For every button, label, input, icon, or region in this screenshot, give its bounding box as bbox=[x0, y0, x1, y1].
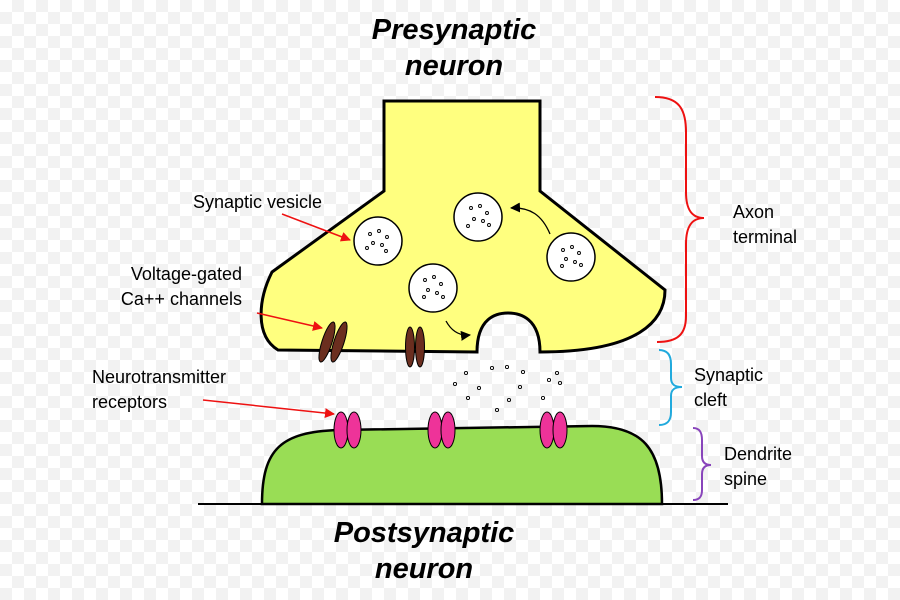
receptors-text-line1: Neurotransmitter bbox=[92, 367, 227, 387]
vesicle bbox=[453, 192, 503, 242]
synaptic-vesicle-text: Synaptic vesicle bbox=[192, 192, 322, 212]
synaptic-cleft-text-line2: cleft bbox=[694, 390, 728, 410]
postsynaptic-title-line1: Postsynaptic bbox=[333, 517, 515, 549]
presynaptic-title-line2: neuron bbox=[404, 50, 504, 82]
vesicle bbox=[408, 263, 458, 313]
dendrite-spine-brace bbox=[692, 427, 712, 501]
axon-terminal-brace bbox=[654, 96, 705, 343]
vesicle-fusion-arrow bbox=[445, 320, 471, 341]
presynaptic-neuron-title: Presynaptic neuron bbox=[304, 12, 604, 84]
vesicle-pointer-arrow bbox=[281, 213, 351, 242]
vesicle-neurotransmitters bbox=[365, 204, 583, 299]
calcium-channels-text-line2: Ca++ channels bbox=[120, 289, 242, 309]
postsynaptic-neuron-title: Postsynaptic neuron bbox=[274, 515, 574, 587]
axon-terminal-label: Axon terminal bbox=[733, 200, 797, 250]
dendrite-spine-label: Dendrite spine bbox=[724, 442, 792, 492]
synaptic-vesicles bbox=[353, 192, 596, 313]
calcium-channels-label: Voltage-gated Ca++ channels bbox=[121, 262, 242, 312]
axon-terminal-text-line2: terminal bbox=[733, 227, 798, 247]
dendrite-spine-text-line2: spine bbox=[724, 469, 768, 489]
dendrite-spine-text-line1: Dendrite bbox=[724, 444, 793, 464]
vesicle-movement-arrow bbox=[510, 202, 551, 235]
synaptic-cleft-text-line1: Synaptic bbox=[694, 365, 764, 385]
vesicle bbox=[353, 216, 403, 266]
synaptic-vesicle-label: Synaptic vesicle bbox=[193, 190, 322, 215]
vesicle bbox=[546, 232, 596, 282]
receptors-label: Neurotransmitter receptors bbox=[92, 365, 226, 415]
neurotransmitter-receptors bbox=[333, 411, 568, 449]
postsynaptic-title-line2: neuron bbox=[374, 553, 474, 585]
axon-terminal-text-line1: Axon bbox=[733, 202, 775, 222]
presynaptic-title-line1: Presynaptic bbox=[371, 14, 537, 46]
receptor-pointer-arrow bbox=[202, 399, 335, 419]
cleft-neurotransmitters bbox=[452, 364, 563, 413]
synaptic-cleft-label: Synaptic cleft bbox=[694, 363, 763, 413]
dendrite-spine bbox=[260, 424, 664, 506]
calcium-channels-text-line1: Voltage-gated bbox=[130, 264, 242, 284]
synaptic-cleft-brace bbox=[658, 349, 683, 426]
receptors-text-line2: receptors bbox=[92, 392, 168, 412]
channel-pointer-arrow bbox=[256, 312, 323, 331]
calcium-channels bbox=[318, 321, 425, 368]
